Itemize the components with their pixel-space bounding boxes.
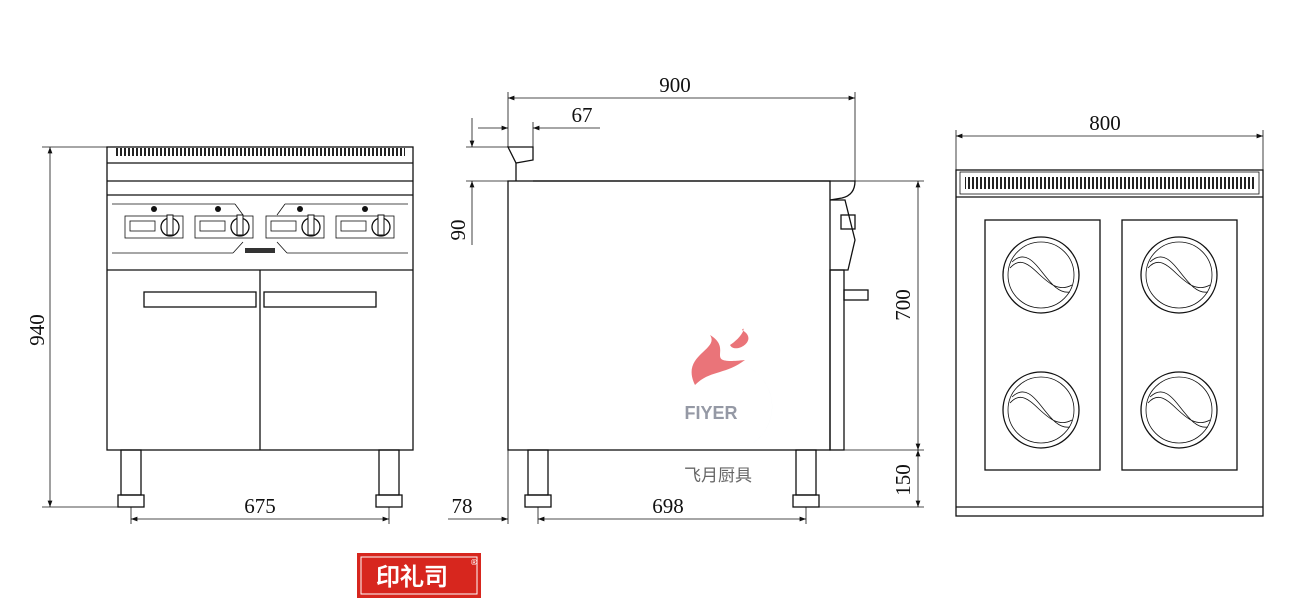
door-handle-right[interactable]: [263, 291, 377, 308]
knob-module-4[interactable]: [335, 206, 395, 239]
stamp-text: 印礼司: [376, 563, 448, 591]
registered-mark: ®: [470, 558, 478, 567]
dim-90: 90: [446, 220, 470, 241]
dim-675: 675: [244, 494, 276, 518]
dim-900: 900: [659, 73, 691, 97]
dim-67: 67: [572, 103, 593, 127]
knob-module-1[interactable]: [124, 206, 184, 239]
door-handle-left[interactable]: [143, 291, 257, 308]
flame-icon: [691, 335, 745, 385]
cooking-zone-left: [984, 219, 1101, 471]
dim-78: 78: [452, 494, 473, 518]
dim-700: 700: [891, 289, 915, 321]
knob-module-3[interactable]: [265, 206, 325, 239]
brand-name: FIYER: [684, 403, 737, 423]
stamp-logo: 印礼司 ®: [357, 553, 481, 598]
dim-698: 698: [652, 494, 684, 518]
brand-chinese: 飞月厨具: [684, 466, 752, 486]
dim-940: 940: [25, 314, 49, 346]
dim-150: 150: [891, 464, 915, 496]
front-view: 940 675: [25, 146, 414, 524]
hob-3[interactable]: [1140, 236, 1218, 314]
hob-4[interactable]: [1140, 371, 1218, 449]
hob-1[interactable]: [1002, 236, 1080, 314]
cooking-zone-right: [1121, 219, 1238, 471]
hob-2[interactable]: [1002, 371, 1080, 449]
fiyer-watermark: FIYER 飞月厨具: [684, 328, 773, 486]
top-view: 800: [955, 111, 1264, 517]
control-panel: [112, 203, 408, 254]
knob-module-2[interactable]: [194, 206, 254, 239]
dim-800: 800: [1089, 111, 1121, 135]
side-view: 900 67 90 700 150 78 698: [446, 73, 924, 524]
